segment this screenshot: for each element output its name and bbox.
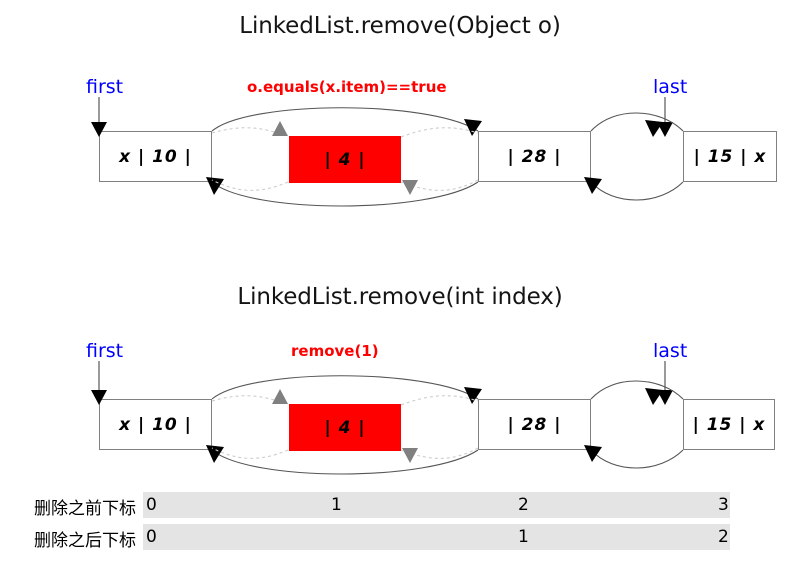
index-row-before-background [143,492,730,518]
index-after-value-0: 0 [146,527,157,547]
diagram-2-node-3: | 15 | x [683,399,775,450]
index-before-value-2: 2 [518,495,529,515]
diagram-2-stale-next-arrowhead-left [272,389,288,404]
diagram-2-link-next-23-curve [590,380,684,400]
index-row-after-label: 删除之后下标 [34,531,136,551]
diagram-1-title: LinkedList.remove(Object o) [239,13,561,39]
index-before-value-1: 1 [331,495,342,515]
diagram-2-stale-prev-curve-left [211,447,289,459]
diagram-1-node-2: | 28 | [478,131,591,182]
diagram-2-node-2: | 28 | [478,399,591,450]
index-row-after-background [143,524,730,550]
diagram-2-first-label: first [86,340,124,362]
index-after-value-1: 1 [518,527,529,547]
diagram-1-stale-prev-curve-left [211,179,289,191]
diagram-2-title: LinkedList.remove(int index) [237,284,563,310]
diagram-2-link-prev-32-curve [590,449,684,469]
index-row-before-label: 删除之前下标 [34,499,136,519]
index-before-value-0: 0 [146,495,157,515]
diagram-1-stale-prev-arrowhead-right [402,180,418,195]
diagram-1-last-label: last [653,76,688,98]
index-after-value-2: 2 [718,527,729,547]
diagram-1-bypass-next-curve [211,107,479,132]
diagram-1-node-3: | 15 | x [683,131,777,182]
diagram-1-node-0: x | 10 | [99,131,212,182]
diagram-2-stale-next-curve-left [211,395,289,406]
diagram-1-link-next-23-curve [590,112,684,132]
diagram-2-bypass-next-curve [211,375,479,400]
diagram-2-stale-next-curve-right [400,395,479,406]
diagram-1-stale-next-curve-right [400,127,479,138]
diagram-2-last-pointer-arrowhead [657,390,673,405]
diagram-2-node-0: x | 10 | [99,399,212,450]
diagram-1-bypass-prev-curve [211,181,479,207]
diagram-1-stale-next-arrowhead-left [272,121,288,136]
diagram-2-node-1-removed: | 4 | [289,404,401,451]
diagram-2-stale-prev-curve-right [400,447,479,459]
diagram-2-bypass-prev-curve [211,449,479,475]
diagram-2-last-label: last [653,340,688,362]
diagram-1-first-label: first [86,76,124,98]
diagram-2-annotation: remove(1) [291,342,379,360]
diagram-1-node-1-removed: | 4 | [289,136,401,183]
diagram-1-link-prev-32-curve [590,181,684,201]
diagram-1-link-next-23-arrowhead [645,120,663,137]
diagram-2-stale-prev-arrowhead-right [402,448,418,463]
diagram-1-stale-prev-curve-right [400,179,479,191]
diagram-1-annotation: o.equals(x.item)==true [247,78,447,96]
diagram-2-link-next-23-arrowhead [645,388,663,405]
diagram-1-last-pointer-arrowhead [657,122,673,137]
diagram-1-stale-next-curve-left [211,127,289,138]
index-before-value-3: 3 [718,495,729,515]
